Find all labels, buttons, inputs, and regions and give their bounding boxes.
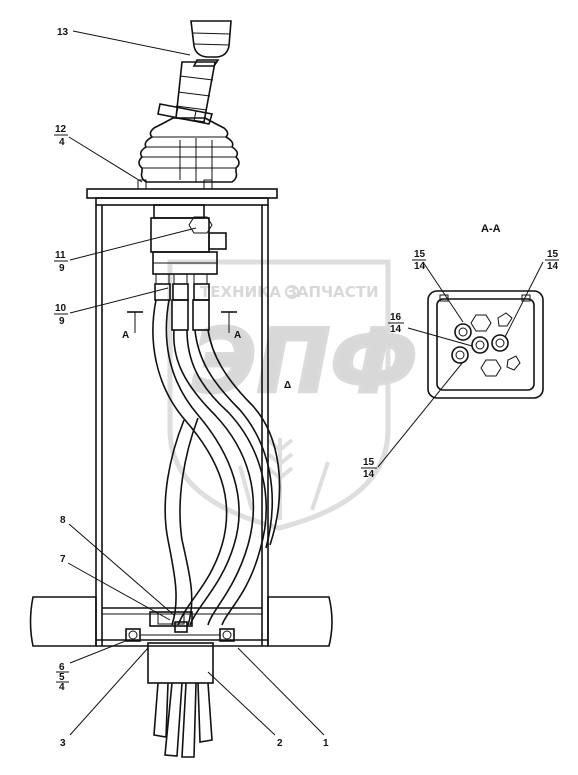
gear-icon [285, 285, 299, 299]
callout-aa-15-right: 15 [547, 249, 559, 260]
section-title: А-А [481, 223, 501, 235]
callout-4: 4 [59, 682, 65, 693]
joystick-handle [157, 20, 232, 125]
callout-5: 5 [59, 672, 65, 683]
watermark-logo-text: ЭПФ [192, 310, 418, 413]
callout-10-9: 9 [59, 316, 65, 327]
hose-ends [153, 682, 213, 758]
rubber-boot [138, 117, 240, 183]
callout-aa-14-right: 14 [547, 261, 559, 272]
callout-6: 6 [59, 662, 65, 673]
watermark-brand-text: ТЕХНИКА ЗАПЧАСТИ [200, 283, 379, 301]
section-view-aa: А-А [427, 223, 544, 399]
valve-block [150, 204, 227, 331]
callout-aa-14-left: 14 [414, 261, 426, 272]
callout-10: 10 [55, 303, 67, 314]
section-cut-marks: А А Δ [122, 311, 291, 391]
watermark: ТЕХНИКА ЗАПЧАСТИ ЭПФ [167, 259, 419, 531]
callout-aa-15-left: 15 [414, 249, 426, 260]
callout-11: 11 [55, 250, 66, 261]
hoses [152, 299, 281, 626]
callout-13: 13 [57, 27, 69, 38]
top-plate [86, 179, 278, 206]
callout-11-9: 9 [59, 263, 65, 274]
callout-8: 8 [60, 515, 66, 526]
callout-aa-16: 16 [390, 312, 402, 323]
section-mark-right: А [234, 330, 241, 341]
small-mark: Δ [284, 380, 291, 391]
callouts: 13 12 4 11 9 10 9 8 7 6 5 4 3 2 1 15 14 … [54, 27, 559, 749]
section-mark-left: А [122, 330, 129, 341]
callout-aa-15-bottom: 15 [363, 457, 375, 468]
leader-lines [67, 30, 544, 736]
callout-7: 7 [60, 554, 66, 565]
callout-3: 3 [60, 738, 66, 749]
callout-aa-14-bottom: 14 [363, 469, 375, 480]
callout-12: 12 [55, 124, 67, 135]
callout-12-4: 4 [59, 137, 65, 148]
floor-panel [29, 596, 333, 684]
callout-aa-14-mid: 14 [390, 324, 402, 335]
callout-1: 1 [323, 738, 329, 749]
callout-2: 2 [277, 738, 283, 749]
